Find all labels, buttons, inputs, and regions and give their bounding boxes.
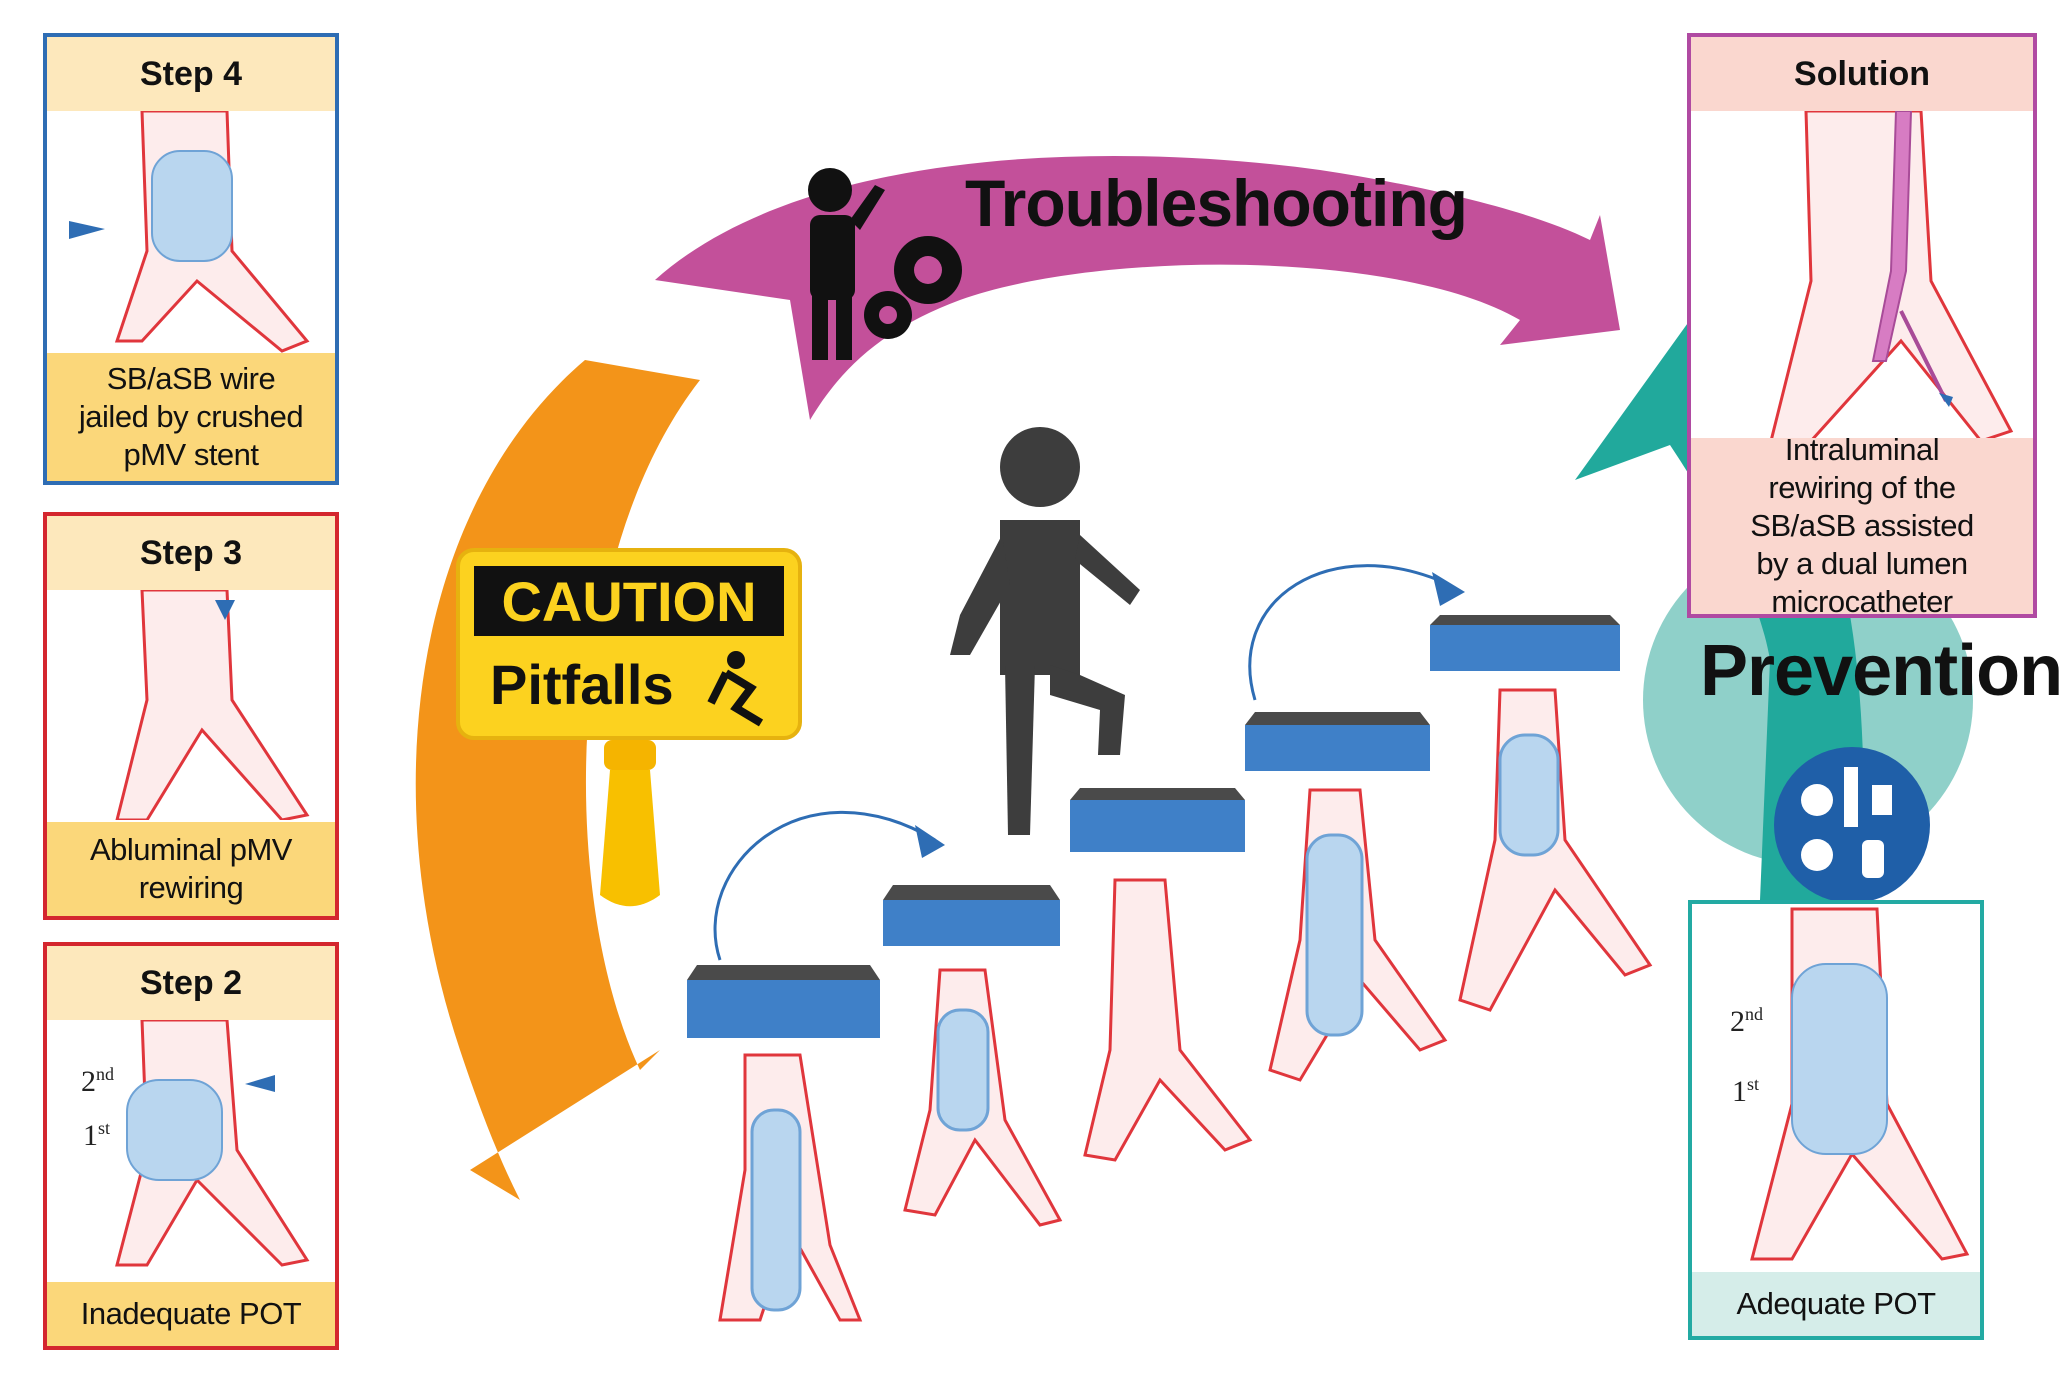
step4-illustration: [69, 111, 310, 353]
pitfalls-label: Pitfalls: [490, 653, 674, 716]
prevention-panel: 2nd 1st Adequate POT: [1688, 900, 1984, 1340]
step-block-5: [1430, 615, 1620, 671]
step3-title: Step 3: [47, 516, 335, 590]
slipping-person-icon: [707, 651, 764, 727]
step2-illustration: [115, 1020, 310, 1267]
vessel-step-1: [718, 1053, 863, 1322]
vessel-step-3: [1083, 878, 1253, 1162]
step4-title: Step 4: [47, 37, 335, 111]
vessel-step-4: [1268, 788, 1448, 1082]
solution-title: Solution: [1691, 37, 2033, 111]
arrow-icon: [713, 810, 936, 961]
step2-label-2nd: 2nd: [81, 1064, 114, 1098]
step-block-2: [883, 885, 1060, 946]
vessel-step-5: [1458, 688, 1653, 1012]
prevention-label-1st: 1st: [1732, 1074, 1760, 1108]
troubleshooting-arc: [655, 155, 1620, 420]
step4-panel: Step 4 SB/aSB wire jailed by crushed pMV…: [43, 33, 339, 485]
step4-caption: SB/aSB wire jailed by crushed pMV stent: [47, 353, 335, 481]
step2-title: Step 2: [47, 946, 335, 1020]
prevention-label-2nd: 2nd: [1730, 1004, 1763, 1038]
gears-icon: [864, 236, 962, 339]
vessel-step-2: [903, 968, 1063, 1227]
ppe-icon: [1774, 747, 1930, 903]
solution-illustration: [1769, 111, 2014, 443]
step3-caption: Abluminal pMV rewiring: [47, 822, 335, 916]
walking-person-icon: [950, 427, 1140, 835]
prevention-title: Prevention: [1700, 631, 2063, 711]
solution-caption: Intraluminal rewiring of the SB/aSB assi…: [1691, 432, 2033, 619]
step-block-1: [687, 965, 880, 1038]
caution-sign: CAUTION Pitfalls: [456, 548, 802, 740]
step2-caption: Inadequate POT: [47, 1282, 335, 1346]
person-thinking-icon: [808, 168, 885, 360]
step-block-3: [1070, 788, 1245, 852]
arrow-icon: [1248, 564, 1451, 701]
step2-panel: Step 2 2nd 1st Inadequate POT: [43, 942, 339, 1350]
prevention-caption: Adequate POT: [1692, 1272, 1980, 1336]
step-block-4: [1245, 712, 1430, 771]
caution-banner: CAUTION: [474, 566, 784, 636]
caution-sign-post: [600, 740, 660, 907]
troubleshooting-title: Troubleshooting: [965, 166, 1468, 240]
prevention-illustration: [1750, 907, 1970, 1261]
step2-label-1st: 1st: [83, 1118, 111, 1152]
step3-panel: Step 3 Abluminal pMV rewiring: [43, 512, 339, 920]
solution-panel: Solution Intraluminal rewiring of the SB…: [1687, 33, 2037, 619]
step3-illustration: [115, 590, 310, 820]
